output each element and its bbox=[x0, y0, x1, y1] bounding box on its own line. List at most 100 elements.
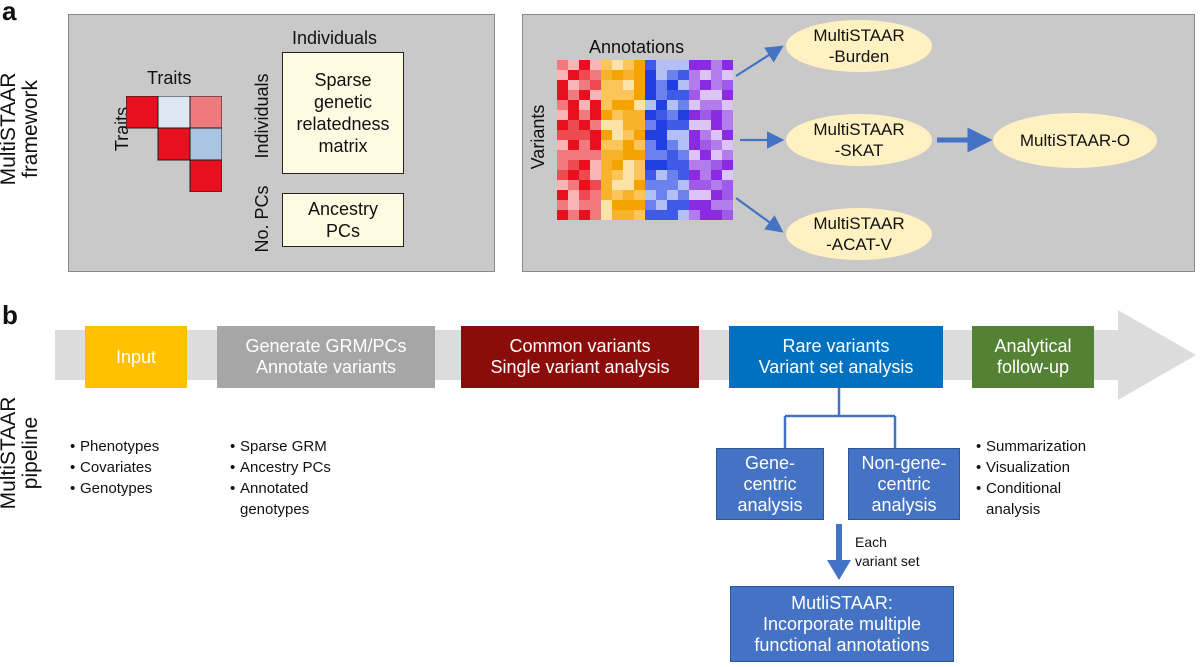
heatmap-cell bbox=[722, 120, 733, 130]
heatmap-cell bbox=[557, 200, 568, 210]
heatmap-cell bbox=[601, 110, 612, 120]
heatmap-cell bbox=[667, 190, 678, 200]
heatmap-cell bbox=[557, 110, 568, 120]
heatmap-cell bbox=[700, 120, 711, 130]
heatmap-cell bbox=[557, 160, 568, 170]
heatmap-cell bbox=[568, 80, 579, 90]
heatmap-cell bbox=[656, 120, 667, 130]
heatmap-cell bbox=[656, 210, 667, 220]
heatmap-cell bbox=[579, 170, 590, 180]
note-line: Each bbox=[855, 534, 887, 550]
trait-matrix-cell bbox=[189, 159, 222, 192]
heatmap-cell bbox=[634, 130, 645, 140]
heatmap-cell bbox=[579, 160, 590, 170]
heatmap-cell bbox=[667, 180, 678, 190]
heatmap-cell bbox=[645, 70, 656, 80]
heatmap-cell bbox=[700, 200, 711, 210]
stage-label-line: Rare variants bbox=[782, 336, 890, 356]
heatmap-cell bbox=[722, 200, 733, 210]
heatmap-cell bbox=[656, 60, 667, 70]
heatmap-cell bbox=[579, 210, 590, 220]
heatmap-cell bbox=[689, 210, 700, 220]
heatmap-cell bbox=[557, 140, 568, 150]
heatmap-cell bbox=[601, 210, 612, 220]
heatmap-cell bbox=[667, 160, 678, 170]
heatmap-cell bbox=[667, 130, 678, 140]
heatmap-cell bbox=[722, 70, 733, 80]
heatmap-cell bbox=[700, 170, 711, 180]
heatmap-cell bbox=[700, 160, 711, 170]
heatmap-cell bbox=[689, 180, 700, 190]
stage-label-line: Input bbox=[115, 346, 157, 367]
heatmap-cell bbox=[645, 210, 656, 220]
bullet-item: •Genotypes bbox=[70, 480, 153, 497]
down-arrow bbox=[827, 524, 851, 580]
heatmap-cell bbox=[678, 200, 689, 210]
heatmap-cell bbox=[711, 150, 722, 160]
heatmap-cell bbox=[645, 170, 656, 180]
heatmap-cell bbox=[623, 130, 634, 140]
heatmap-cell bbox=[711, 140, 722, 150]
heatmap-cell bbox=[557, 60, 568, 70]
heatmap-cell bbox=[689, 160, 700, 170]
heatmap-cell bbox=[557, 70, 568, 80]
heatmap-cell bbox=[645, 140, 656, 150]
burden-test-oval: MultiSTAAR -Burden bbox=[786, 20, 932, 72]
heatmap-cell bbox=[678, 190, 689, 200]
heatmap-cell bbox=[656, 200, 667, 210]
heatmap-cell bbox=[590, 110, 601, 120]
heatmap-cell bbox=[568, 90, 579, 100]
panel-b-letter: b bbox=[2, 300, 18, 330]
heatmap-cell bbox=[689, 100, 700, 110]
heatmap-cell bbox=[711, 180, 722, 190]
multistaar-annotations-box: MutliSTAAR: Incorporate multiple functio… bbox=[730, 586, 954, 662]
heatmap-cell bbox=[634, 160, 645, 170]
trait-covariance-matrix bbox=[126, 96, 222, 192]
grm-line: relatedness bbox=[296, 114, 390, 134]
heatmap-cell bbox=[623, 60, 634, 70]
heatmap-cell bbox=[623, 160, 634, 170]
heatmap-cell bbox=[568, 130, 579, 140]
stage-label-line: Generate GRM/PCs bbox=[245, 336, 407, 356]
bullet-item: •Annotated bbox=[230, 480, 309, 497]
bullet-item: •Phenotypes bbox=[70, 438, 160, 455]
traits-top-label: Traits bbox=[147, 68, 192, 88]
heatmap-cell bbox=[590, 120, 601, 130]
heatmap-cell bbox=[634, 90, 645, 100]
heatmap-cell bbox=[722, 150, 733, 160]
heatmap-cell bbox=[590, 180, 601, 190]
heatmap-cell bbox=[612, 200, 623, 210]
heatmap-cell bbox=[656, 180, 667, 190]
heatmap-cell bbox=[623, 190, 634, 200]
trait-matrix-cell bbox=[157, 127, 191, 161]
heatmap-cell bbox=[678, 90, 689, 100]
heatmap-cell bbox=[601, 160, 612, 170]
heatmap-cell bbox=[590, 130, 601, 140]
heatmap-cell bbox=[601, 170, 612, 180]
bullet-item: •Visualization bbox=[976, 459, 1070, 476]
heatmap-cell bbox=[623, 70, 634, 80]
skat-line: MultiSTAAR bbox=[813, 120, 905, 139]
heatmap-cell bbox=[722, 210, 733, 220]
heatmap-cell bbox=[711, 170, 722, 180]
heatmap-cell bbox=[579, 70, 590, 80]
heatmap-cell bbox=[590, 190, 601, 200]
heatmap-cell bbox=[722, 60, 733, 70]
each-variant-set-note: Each variant set bbox=[855, 533, 920, 571]
heatmap-cell bbox=[678, 160, 689, 170]
heatmap-cell bbox=[656, 80, 667, 90]
heatmap-cell bbox=[623, 180, 634, 190]
heatmap-cell bbox=[722, 110, 733, 120]
heatmap-cell bbox=[612, 100, 623, 110]
heatmap-cell bbox=[612, 150, 623, 160]
heatmap-cell bbox=[656, 170, 667, 180]
heatmap-cell bbox=[711, 100, 722, 110]
heatmap-cell bbox=[634, 170, 645, 180]
heatmap-cell bbox=[722, 130, 733, 140]
heatmap-cell bbox=[634, 210, 645, 220]
heatmap-cell bbox=[623, 200, 634, 210]
heatmap-cell bbox=[590, 160, 601, 170]
heatmap-cell bbox=[590, 100, 601, 110]
heatmap-cell bbox=[579, 120, 590, 130]
